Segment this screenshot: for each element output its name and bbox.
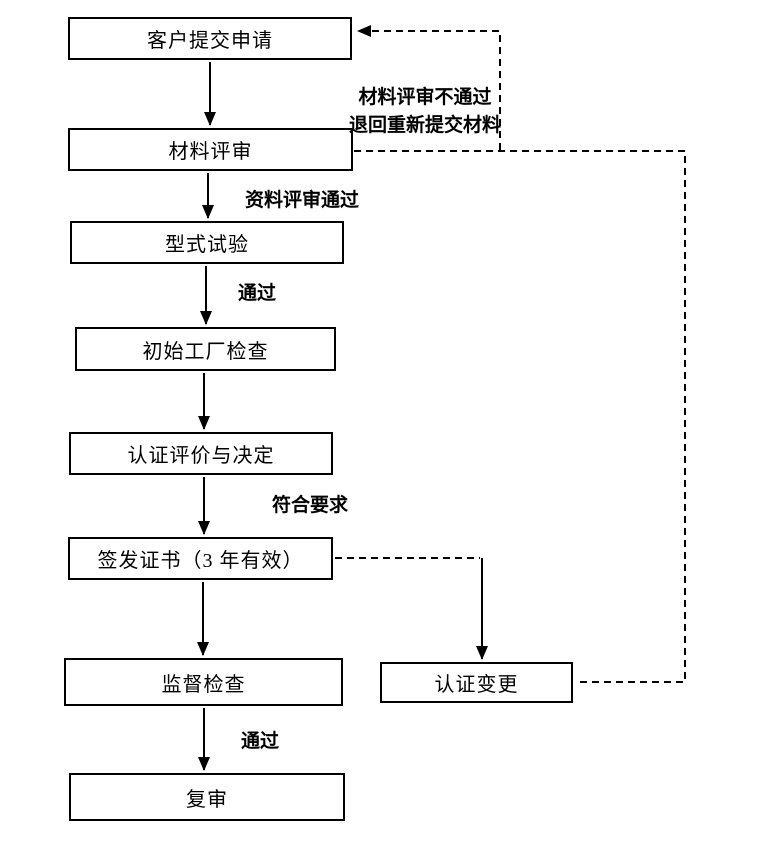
edge-label-supervision-pass: 通过 [241, 731, 280, 752]
node-re-examination-label: 复审 [186, 788, 228, 811]
node-type-test: 型式试验 [70, 221, 344, 264]
edge-change-to-material [354, 150, 686, 683]
edge-material-fail-return [357, 25, 501, 150]
node-customer-application: 客户提交申请 [68, 17, 352, 60]
node-certification-change-label: 认证变更 [434, 674, 519, 696]
node-issue-certificate: 签发证书（3 年有效） [68, 537, 333, 580]
node-initial-factory-inspection: 初始工厂检查 [75, 327, 336, 371]
node-re-examination: 复审 [69, 773, 345, 821]
node-issue-certificate-label: 签发证书（3 年有效） [97, 550, 304, 572]
node-certification-change: 认证变更 [380, 662, 573, 703]
node-supervision-inspection: 监督检查 [64, 658, 343, 706]
edge-label-material-review-fail-line1: 材料评审不通过 [358, 87, 492, 108]
node-material-review: 材料评审 [68, 128, 353, 171]
edge-label-material-review-fail: 材料评审不通过 退回重新提交材料 [345, 84, 505, 140]
node-certification-evaluation-decision-label: 认证评价与决定 [127, 445, 275, 467]
edge-label-meets-requirements: 符合要求 [272, 495, 349, 516]
edge-label-type-test-pass: 通过 [238, 283, 277, 304]
node-certification-evaluation-decision: 认证评价与决定 [69, 432, 333, 475]
node-supervision-inspection-label: 监督检查 [161, 673, 246, 696]
edge-label-material-review-pass: 资料评审通过 [245, 190, 360, 211]
node-material-review-label: 材料评审 [168, 141, 253, 163]
node-initial-factory-inspection-label: 初始工厂检查 [142, 340, 269, 363]
node-type-test-label: 型式试验 [165, 234, 249, 256]
edge-label-material-review-fail-line2: 退回重新提交材料 [348, 115, 501, 136]
node-customer-application-label: 客户提交申请 [147, 30, 273, 52]
